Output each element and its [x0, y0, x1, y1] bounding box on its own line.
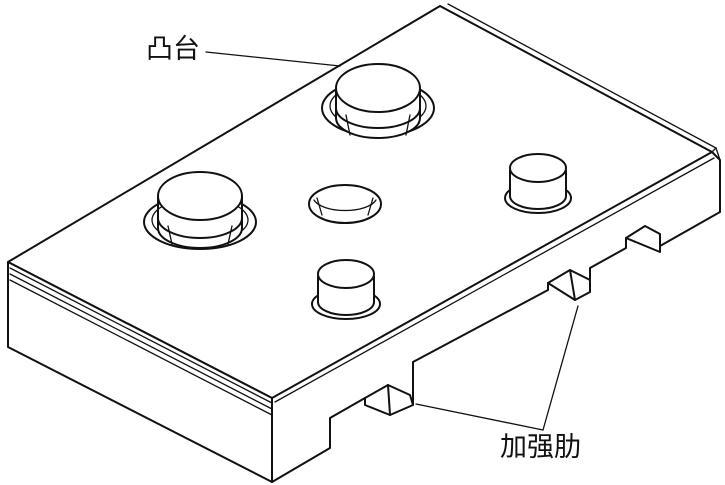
reinforcing-ribs: [271, 225, 661, 483]
boss-label: 凸台: [146, 34, 200, 65]
center-hole: [308, 184, 382, 224]
rib-1: [364, 384, 414, 416]
rib-3: [625, 225, 661, 247]
rib-leader-line-2: [415, 403, 544, 431]
boss-large-left: [143, 171, 257, 250]
plate-right-face: [659, 151, 721, 247]
rib-leader-line-1: [542, 305, 579, 431]
rib-2: [547, 269, 591, 301]
boss-small-front: [311, 259, 381, 320]
rib-label: 加强肋: [500, 432, 581, 463]
boss-small-right: [504, 153, 572, 214]
boss-large-back: [321, 63, 435, 139]
boss-leader-line: [205, 51, 341, 67]
